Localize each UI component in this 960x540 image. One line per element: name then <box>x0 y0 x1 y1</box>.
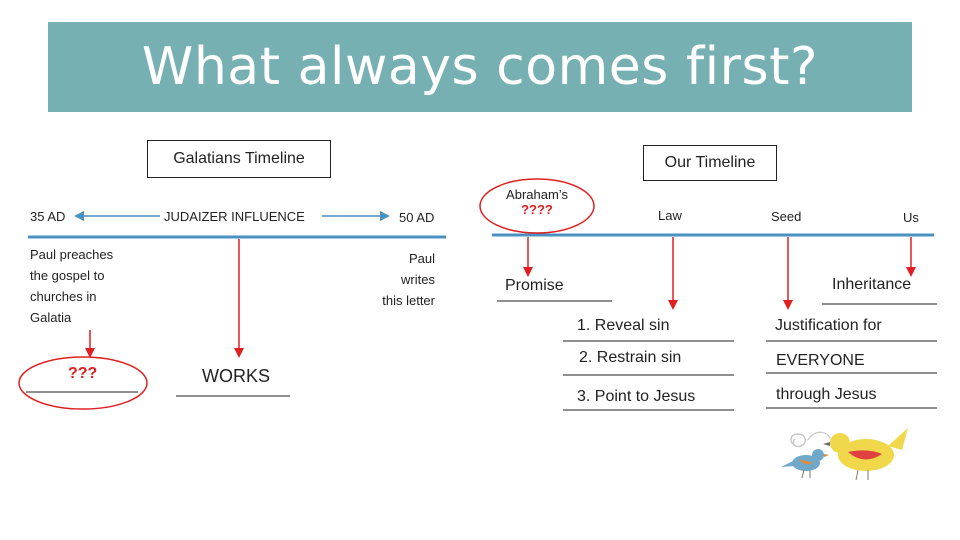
left-note: Paul preaches the gospel to churches in … <box>30 244 113 328</box>
galatians-heading: Galatians Timeline <box>147 140 331 178</box>
us-label: Us <box>903 210 919 225</box>
law-point: 1. Reveal sin <box>577 317 670 334</box>
our-heading-text: Our Timeline <box>664 154 756 171</box>
influence-label: JUDAIZER INFLUENCE <box>164 209 305 224</box>
right-note-line: this letter <box>382 293 435 308</box>
right-note-line: Paul <box>408 251 435 266</box>
start-date: 35 AD <box>30 209 66 224</box>
promise-label: Promise <box>505 277 564 294</box>
law-point: 2. Restrain sin <box>579 349 682 366</box>
left-note-line: the gospel to <box>30 268 105 283</box>
end-date: 50 AD <box>399 210 435 225</box>
abraham-unknown: ???? <box>521 202 553 217</box>
our-heading: Our Timeline <box>643 145 777 181</box>
title-banner: What always comes first? <box>48 22 912 112</box>
left-note-line: churches in <box>30 289 97 304</box>
unknown-highlight <box>18 356 148 410</box>
inheritance-label: Inheritance <box>832 276 912 293</box>
left-note-line: Galatia <box>30 310 72 325</box>
law-point: 3. Point to Jesus <box>577 388 696 405</box>
seed-point: EVERYONE <box>776 352 865 369</box>
law-label: Law <box>658 208 682 223</box>
right-note-line: writes <box>401 272 435 287</box>
page-title: What always comes first? <box>141 37 819 97</box>
left-note-line: Paul preaches <box>30 247 114 262</box>
abraham-label-text: Abraham’s <box>506 187 568 202</box>
seed-point: through Jesus <box>776 386 877 403</box>
seed-point: Justification for <box>775 317 882 334</box>
right-note: Paul writes this letter <box>336 248 435 311</box>
galatians-heading-text: Galatians Timeline <box>173 150 305 167</box>
works-label: WORKS <box>202 366 271 386</box>
abraham-highlight <box>479 178 595 234</box>
seed-label: Seed <box>771 209 802 224</box>
birds-icon <box>781 428 908 481</box>
abraham-label: Abraham’s ???? <box>492 187 582 217</box>
galatians-unknown: ??? <box>68 365 98 382</box>
